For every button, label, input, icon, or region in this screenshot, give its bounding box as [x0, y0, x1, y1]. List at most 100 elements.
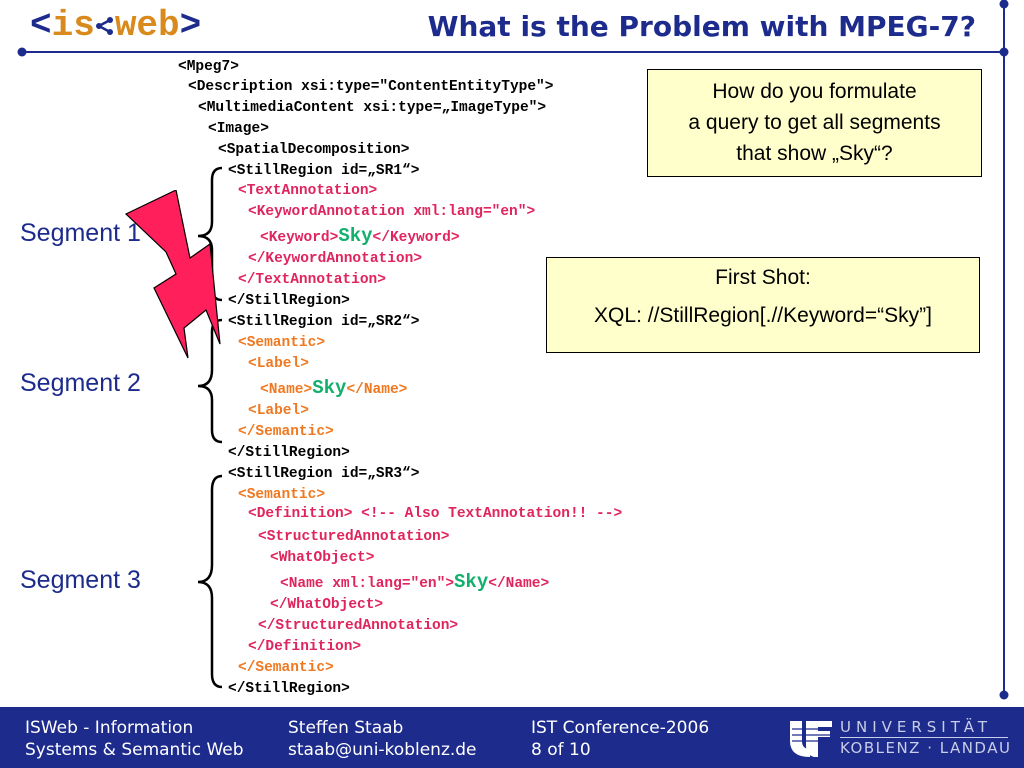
logo-text-right: web — [114, 5, 180, 46]
code-token: <Mpeg7> — [178, 59, 239, 75]
code-line: </StillRegion> — [228, 291, 350, 311]
code-line: <KeywordAnnotation xml:lang="en"> — [248, 202, 535, 222]
code-token: <Label> — [248, 356, 309, 372]
footer-group-line-1: ISWeb - Information — [25, 718, 194, 738]
code-line: <Name xml:lang="en">Sky</Name> — [280, 572, 549, 594]
code-token: <KeywordAnnotation xml:lang="en"> — [248, 204, 536, 220]
code-token: <Keyword> — [260, 230, 339, 246]
code-line: <Label> — [248, 354, 309, 374]
code-line: <StillRegion id=„SR2“> — [228, 312, 419, 332]
code-token: <MultimediaContent xsi:type=„ImageType"> — [198, 100, 547, 116]
code-token: </Name> — [346, 382, 408, 398]
code-line: <Image> — [208, 119, 269, 139]
code-token: </StillRegion> — [228, 293, 350, 309]
university-location: KOBLENZ · LANDAU — [840, 739, 1012, 757]
code-token: </Keyword> — [372, 230, 460, 246]
code-token: <Semantic> — [238, 335, 326, 351]
code-token: <Semantic> — [238, 487, 326, 503]
brace-segment-3 — [197, 474, 223, 689]
footer-event: IST Conference-2006 8 of 10 — [531, 717, 709, 761]
segment-2-label: Segment 2 — [20, 369, 141, 397]
code-line: </WhatObject> — [270, 595, 383, 615]
code-token: </Name> — [488, 576, 550, 592]
code-line: <Mpeg7> — [178, 57, 239, 77]
code-token: <Name xml:lang="en"> — [280, 576, 455, 592]
footer-conference: IST Conference-2006 — [531, 718, 710, 738]
code-line: </Definition> — [248, 637, 361, 657]
footer-group-line-2: Systems & Semantic Web — [25, 740, 244, 760]
code-line: <StillRegion id=„SR1“> — [228, 161, 419, 181]
answer-box: First Shot: XQL: //StillRegion[.//Keywor… — [546, 257, 980, 353]
code-line: <StructuredAnnotation> — [258, 527, 449, 547]
code-token: </StillRegion> — [228, 445, 350, 461]
code-token: </StructuredAnnotation> — [258, 618, 459, 634]
code-line: <MultimediaContent xsi:type=„ImageType"> — [198, 98, 546, 118]
code-token: <SpatialDecomposition> — [218, 142, 410, 158]
logo-close-bracket: > — [179, 5, 202, 46]
code-line: <WhatObject> — [270, 548, 374, 568]
code-line: </StructuredAnnotation> — [258, 616, 458, 636]
code-token: <Image> — [208, 121, 269, 137]
code-token: </KeywordAnnotation> — [248, 251, 423, 267]
code-line: <Label> — [248, 401, 309, 421]
footer-author-name: Steffen Staab — [288, 718, 404, 738]
code-line: <Semantic> — [238, 485, 325, 505]
lightning-bolt-icon — [124, 190, 221, 359]
frame-lines — [17, 0, 1009, 700]
sky-keyword: Sky — [338, 225, 373, 247]
footer-author-email[interactable]: staab@uni-koblenz.de — [288, 740, 477, 760]
code-token: </Semantic> — [238, 660, 334, 676]
code-token: </Definition> — [248, 639, 362, 655]
code-token: <StillRegion id=„SR1“> — [228, 163, 420, 179]
question-line-1: How do you formulate — [712, 80, 917, 103]
code-token: <TextAnnotation> — [238, 183, 378, 199]
code-token: </StillRegion> — [228, 681, 350, 697]
university-logo-icon — [790, 721, 832, 757]
code-token: <Name> — [260, 382, 313, 398]
question-line-2: a query to get all segments — [688, 111, 941, 134]
code-token: <Description xsi:type="ContentEntityType… — [188, 79, 554, 95]
code-token: </Semantic> — [238, 424, 334, 440]
slide-title: What is the Problem with MPEG-7? — [427, 10, 976, 43]
network-node-icon — [95, 17, 113, 35]
code-line: </Semantic> — [238, 658, 334, 678]
code-token: <StillRegion id=„SR3“> — [228, 466, 420, 482]
code-line: <SpatialDecomposition> — [218, 140, 409, 160]
question-line-3: that show „Sky“? — [736, 142, 893, 165]
code-line: <Semantic> — [238, 333, 325, 353]
code-line: <TextAnnotation> — [238, 181, 377, 201]
segment-1-label: Segment 1 — [20, 219, 141, 247]
code-token: </TextAnnotation> — [238, 272, 386, 288]
footer-bar: ISWeb - Information Systems & Semantic W… — [0, 707, 1024, 768]
code-token: <Definition> <!-- Also TextAnnotation!! … — [248, 506, 623, 522]
code-line: </Semantic> — [238, 422, 334, 442]
logo-open-bracket: < — [30, 5, 52, 46]
code-line: <Description xsi:type="ContentEntityType… — [188, 77, 553, 97]
code-line: </TextAnnotation> — [238, 270, 386, 290]
code-line: </StillRegion> — [228, 443, 350, 463]
code-line: <Definition> <!-- Also TextAnnotation!! … — [248, 504, 622, 524]
answer-line-1: First Shot: — [715, 266, 811, 289]
code-line: <StillRegion id=„SR3“> — [228, 464, 419, 484]
logo-text-left: is — [51, 5, 95, 46]
sky-keyword: Sky — [312, 377, 347, 399]
answer-line-2: XQL: //StillRegion[.//Keyword=“Sky”] — [594, 304, 932, 327]
code-line: </StillRegion> — [228, 679, 350, 699]
code-token: <Label> — [248, 403, 309, 419]
code-token: <StillRegion id=„SR2“> — [228, 314, 420, 330]
university-divider — [840, 737, 1008, 738]
sky-keyword: Sky — [454, 571, 489, 593]
footer-page-number: 8 of 10 — [531, 740, 591, 760]
segment-3-label: Segment 3 — [20, 566, 141, 594]
question-box: How do you formulate a query to get all … — [647, 69, 982, 177]
code-line: </KeywordAnnotation> — [248, 249, 422, 269]
code-line: <Name>Sky</Name> — [260, 378, 407, 400]
code-token: </WhatObject> — [270, 597, 384, 613]
footer-author: Steffen Staab staab@uni-koblenz.de — [288, 717, 477, 761]
code-token: <WhatObject> — [270, 550, 375, 566]
code-line: <Keyword>Sky</Keyword> — [260, 226, 460, 248]
footer-group: ISWeb - Information Systems & Semantic W… — [25, 717, 244, 761]
university-name: UNIVERSITÄT — [840, 718, 992, 736]
code-token: <StructuredAnnotation> — [258, 529, 450, 545]
isweb-logo: <is web> — [30, 4, 201, 48]
